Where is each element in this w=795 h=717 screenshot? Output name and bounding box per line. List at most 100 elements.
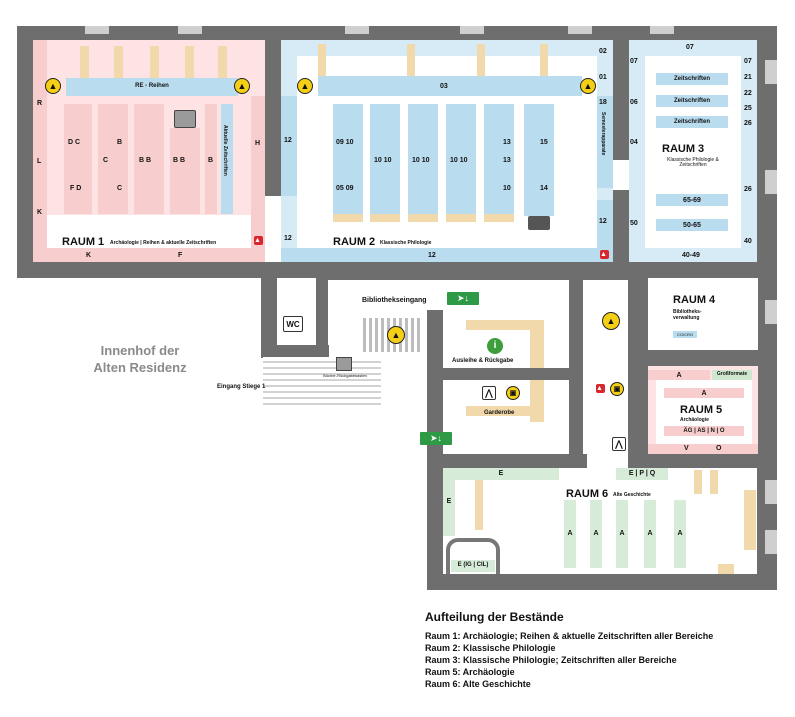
raum1-shelf-column [98,104,128,214]
shelf-label: 09 10 [336,139,354,146]
shelf-stub [114,46,123,78]
raum2-shelf-column [408,104,438,216]
wall-center-mid [443,368,569,380]
shelf-label: 25 [744,105,752,112]
wall-shelf-label: K [37,209,43,216]
courtyard-line1: Innenhof der [100,343,180,358]
raum6-shelf-e-left: E [443,480,455,536]
shelf-stub [150,46,159,78]
window [765,60,777,84]
ausleihe-desk-side [530,320,544,368]
shelf-stub [710,470,718,494]
shelf-label: E [446,498,452,505]
semesterapparate-label: Semesterapparate [600,112,606,156]
shelf-label: 12 [284,137,292,144]
raum4-floor [648,278,758,350]
shelf-label: 06 [630,99,638,106]
zeitschriften-label: Zeitschriften [673,119,710,125]
shelf-stub [477,44,485,76]
fire-extinguisher-icon: ▲ [600,250,609,259]
wall-raum3-lower [613,190,629,270]
raum1-title: RAUM 1 [62,236,105,248]
building-wall-bottom-left [17,262,281,278]
wall-raum5-left [628,366,648,462]
raum6-shelf-a: A [616,500,628,568]
raum5-title: RAUM 5 [680,404,723,416]
wc-sign: WC [283,316,303,332]
shelf-label: 07 [744,58,752,65]
raum2-shelf-column [524,104,554,216]
window [345,26,369,34]
scanner-icon [528,216,550,230]
re-reihen-label: RE - Reihen [135,83,169,89]
raum6-shelf-eigcil: E (IG | CIL) [451,560,495,572]
semesterapparate-shelf [597,96,613,188]
shelf-label: 10 [503,185,511,192]
raum1-wall-shelf-right [251,96,265,248]
raum1-shelf-column [134,104,164,214]
shelf-label: 10 10 [374,157,392,164]
shelf-stub [540,44,548,76]
shelf-label: 50 [630,220,638,227]
shelf-label: 13 [503,139,511,146]
raum2-shelf-column [333,104,363,216]
emergency-exit-icon: ➤↓ [420,432,452,445]
window [765,300,777,324]
window [765,530,777,554]
raum5-subtitle: Archäologie [680,417,709,423]
building-outer-wall-left [17,26,33,278]
shelf-label: 40-49 [682,252,700,259]
raum1-subtitle: Archäologie | Reihen & aktuelle Zeitschr… [110,240,217,246]
shelf-label: 65-69 [683,197,701,204]
raum6-shelf-e-top: E [443,468,559,480]
shelf-label: 15 [540,139,548,146]
raum3-title: RAUM 3 [662,143,705,155]
raum2-shelf-column [370,104,400,216]
window [765,480,777,504]
shelf-label: 04 [630,139,638,146]
shelf-base [446,214,476,222]
legend-item: Raum 5: Archäologie [425,667,515,677]
raum2-shelf-left [281,96,297,196]
copier-icon [174,110,196,128]
raum6-alcove [446,538,500,574]
legend-item: Raum 6: Alte Geschichte [425,679,531,689]
shelf-base [408,214,438,222]
raum1-shelf-column [64,104,92,214]
window [650,26,674,34]
grossformate-label: Großformate [716,371,748,377]
raum1-shelf-column [205,104,217,214]
zeitschriften-shelf: Zeitschriften [656,73,728,85]
wall-shelf-label: K [86,252,92,259]
raum1-shelf-column [170,128,200,214]
raum6-shelf-a: A [564,500,576,568]
wall-raum6-top [427,454,587,468]
lock-icon: ▣ [610,382,624,396]
raum6-subtitle: Alte Geschichte [613,492,651,498]
zeitschriften-shelf: Zeitschriften [656,95,728,107]
raum2-title: RAUM 2 [333,236,376,248]
raum1-lower-zone [47,215,251,248]
raum2-shelf-03 [318,76,582,96]
wall-corridor-left [261,278,277,358]
shelf-stub [218,46,227,78]
shelf-stub [318,44,326,76]
shelf-stub [475,480,483,530]
shelf-label: 13 [503,157,511,164]
shelf-label: 12 [599,218,607,225]
shelf-label: 07 [630,58,638,65]
raum3-white-area [645,56,741,248]
shelf-label: 03 [440,83,448,90]
shelf-label: B B [139,157,152,164]
wall-shelf-label: L [37,158,42,165]
raum6-shelf-epq: E | P | Q [616,468,668,480]
raum5-shelf-mid: ÄG | AS | N | O [664,426,744,436]
shelf-label: 05 09 [336,185,354,192]
shelf-label: E (IG | CIL) [457,562,489,568]
wall-shelf-label: F [178,252,183,259]
ausleihe-desk-top [466,320,544,330]
eingang-stiege-label: Eingang Stiege 1 [217,384,266,390]
rueckgabe-kasten-label: Bücher-Rückgabekasten [323,373,367,378]
wc-label: WC [286,320,300,329]
person-icon: ▲ [387,326,405,344]
